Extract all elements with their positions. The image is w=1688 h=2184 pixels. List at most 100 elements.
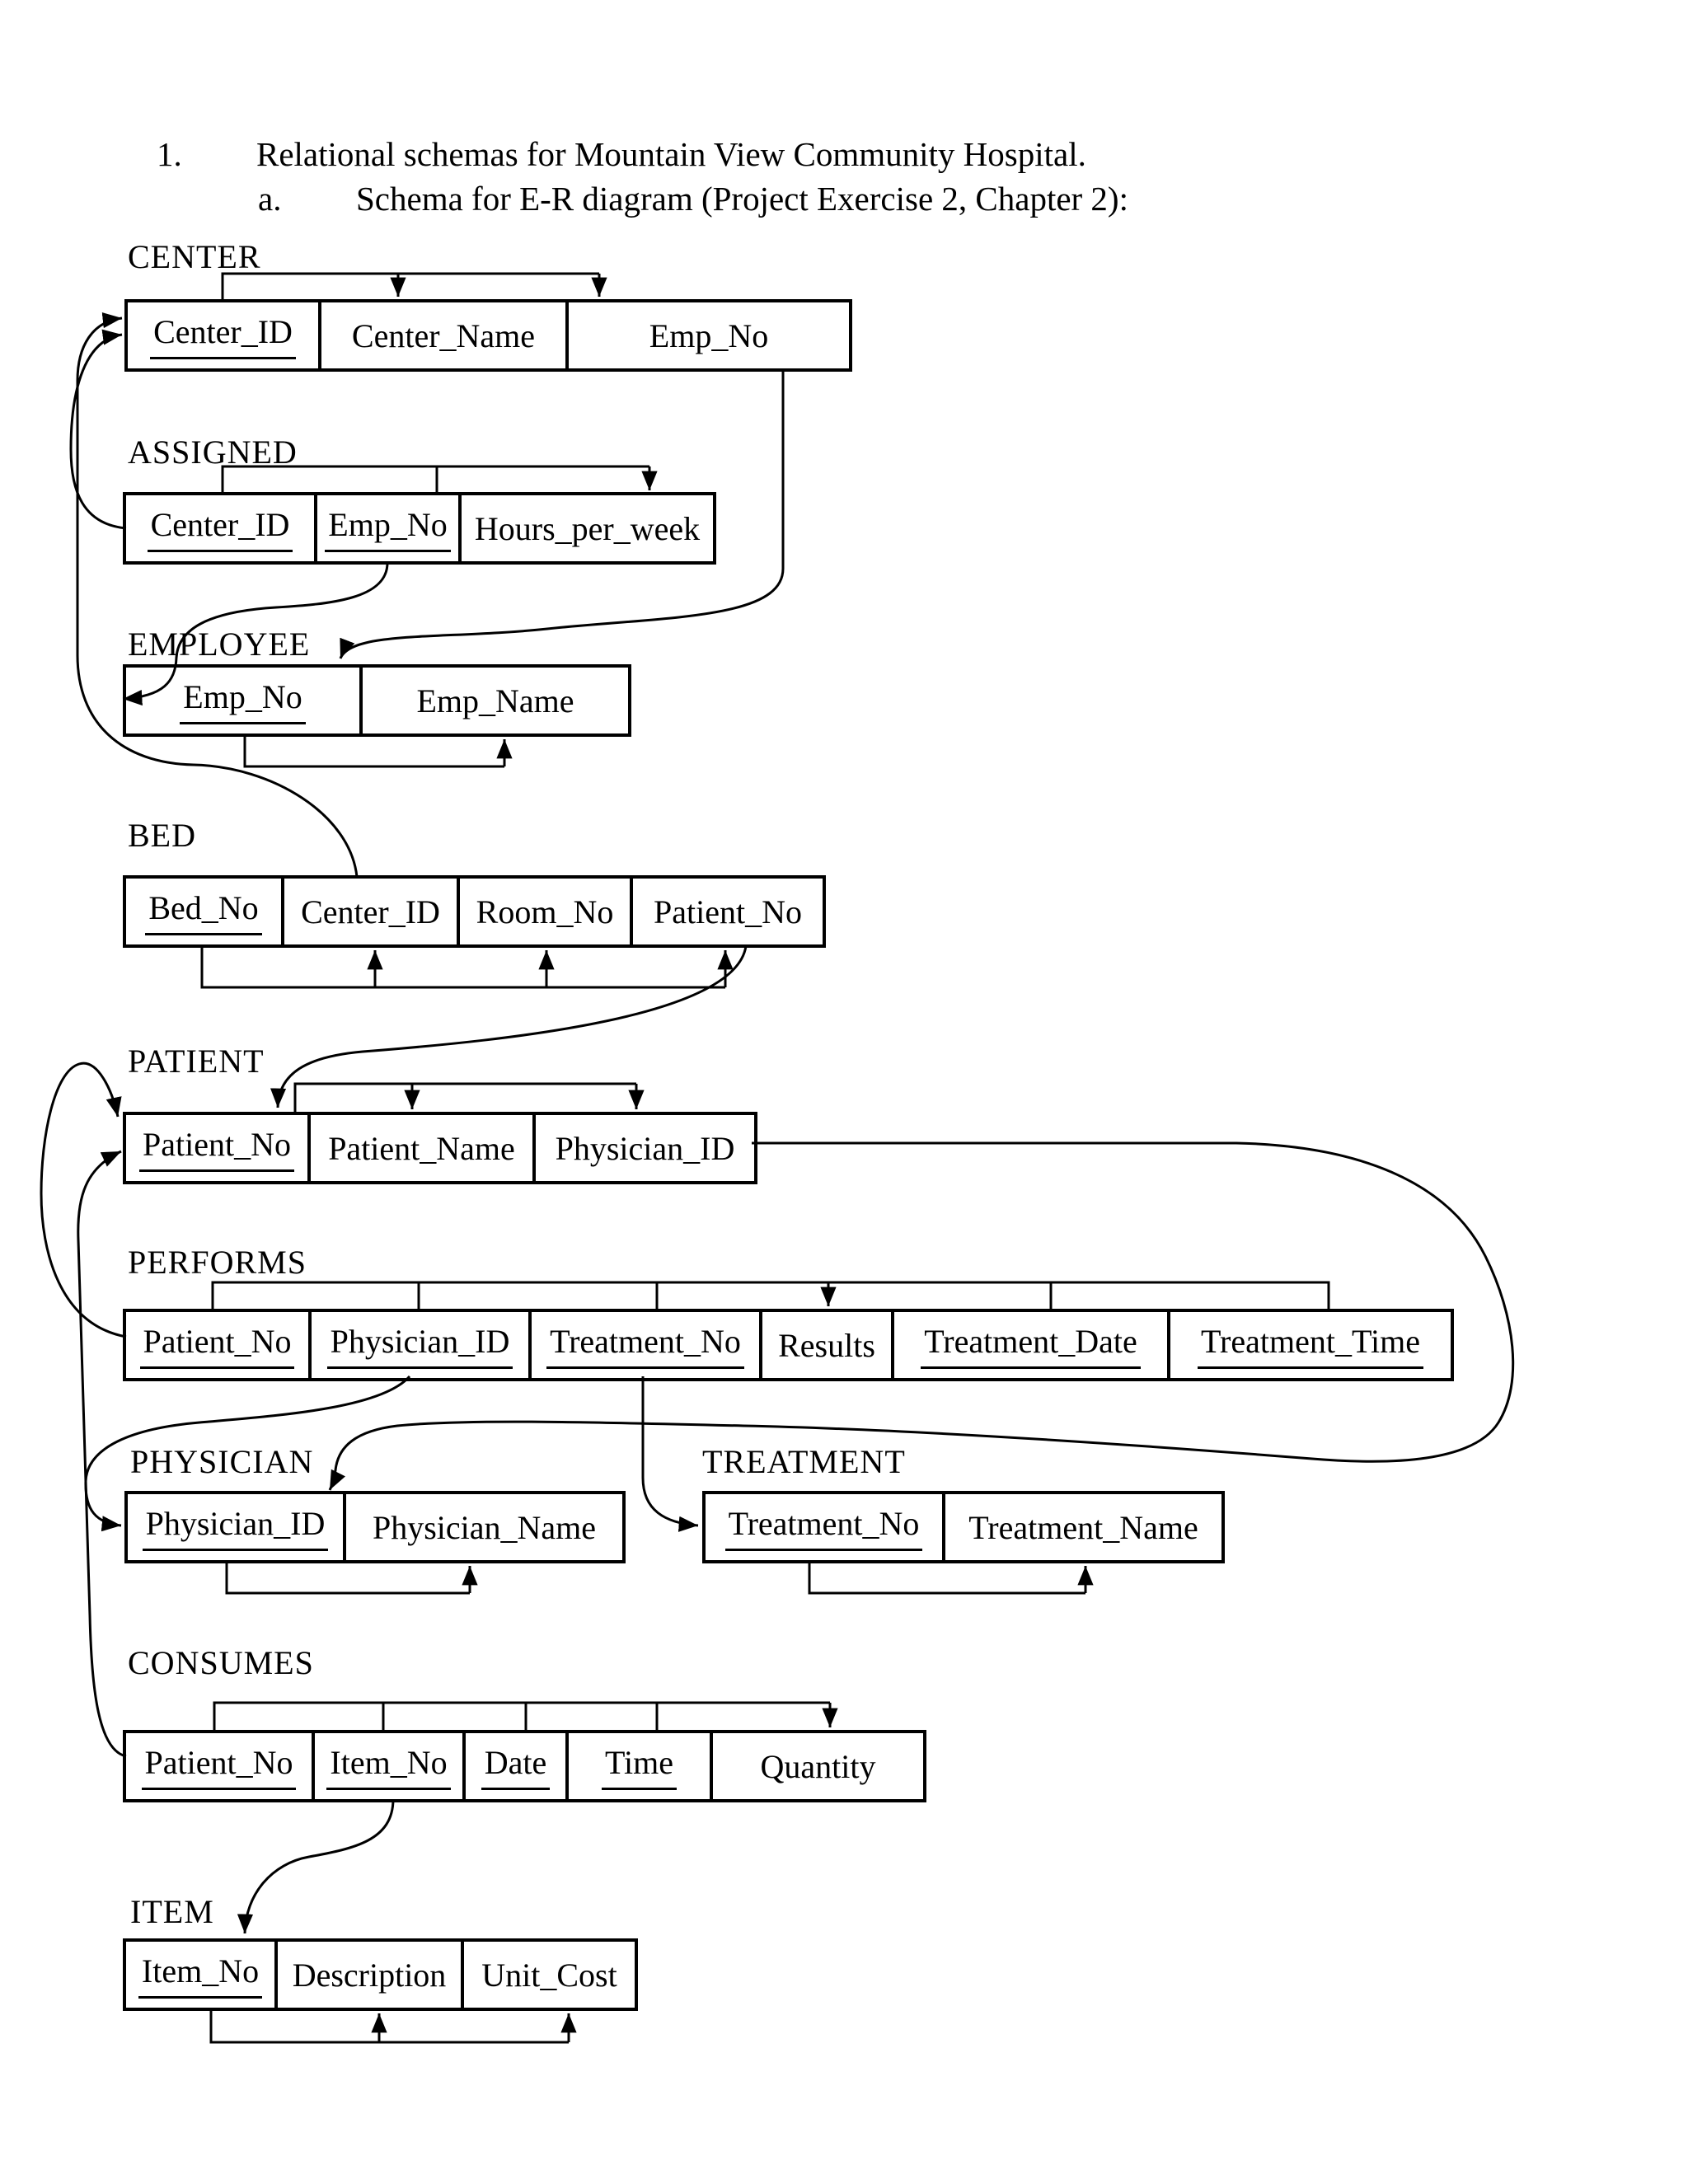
attribute-label: Patient_Name (328, 1129, 515, 1167)
table-label-physician: PHYSICIAN (130, 1443, 314, 1480)
fd-patient (293, 1082, 645, 1113)
column-cell-bed-bed_no: Bed_No (126, 879, 284, 944)
table-consumes: Patient_No Item_No Date Time Quantity (123, 1730, 926, 1802)
column-cell-patient-patient_no: Patient_No (126, 1115, 311, 1181)
fk-bed-center (76, 312, 359, 878)
table-employee: Emp_No Emp_Name (123, 664, 631, 737)
table-center: Center_ID Center_Name Emp_No (124, 299, 852, 372)
fk-bed-patient (270, 945, 748, 1108)
column-cell-item-item_no: Item_No (126, 1942, 278, 2008)
fk-assigned-center (69, 329, 127, 530)
table-bed: Bed_No Center_ID Room_No Patient_No (123, 875, 826, 948)
attribute-label: Quantity (760, 1747, 876, 1785)
column-cell-consumes-date: Date (466, 1733, 569, 1799)
key-attribute-label: Emp_No (325, 505, 451, 552)
column-cell-patient-patient_name: Patient_Name (311, 1115, 536, 1181)
column-cell-employee-emp_name: Emp_Name (363, 668, 628, 733)
fk-consumes-item (237, 1798, 395, 1934)
table-label-bed: BED (128, 817, 196, 854)
table-item: Item_No Description Unit_Cost (123, 1938, 638, 2011)
table-label-performs: PERFORMS (128, 1244, 307, 1281)
column-cell-consumes-patient_no: Patient_No (126, 1733, 315, 1799)
attribute-label: Center_Name (351, 316, 536, 354)
column-cell-bed-center_id: Center_ID (284, 879, 460, 944)
key-attribute-label: Patient_No (141, 1743, 297, 1790)
fd-employee (243, 735, 513, 768)
heading-letter: a. (258, 180, 282, 218)
key-attribute-label: Physician_ID (142, 1504, 329, 1551)
column-cell-employee-emp_no: Emp_No (126, 668, 363, 733)
fk-performs-patient (40, 1062, 127, 1338)
column-cell-center-emp_no: Emp_No (569, 302, 849, 368)
key-attribute-label: Bed_No (145, 888, 262, 935)
column-cell-performs-results: Results (762, 1312, 894, 1378)
fk-performs-treatment (641, 1376, 699, 1532)
attribute-label: Center_ID (301, 893, 440, 930)
table-performs: Patient_No Physician_ID Treatment_No Result… (123, 1309, 1454, 1381)
attribute-label: Treatment_Name (968, 1508, 1198, 1546)
attribute-label: Physician_ID (555, 1129, 735, 1167)
column-cell-assigned-emp_no: Emp_No (317, 495, 462, 561)
column-cell-consumes-time: Time (569, 1733, 713, 1799)
key-attribute-label: Time (601, 1743, 677, 1790)
table-label-consumes: CONSUMES (128, 1644, 314, 1681)
column-cell-bed-room_no: Room_No (460, 879, 633, 944)
attribute-label: Description (292, 1956, 447, 1994)
column-cell-physician-physician_name: Physician_Name (346, 1494, 622, 1560)
column-cell-performs-patient_no: Patient_No (126, 1312, 312, 1378)
fd-physician (225, 1562, 478, 1595)
table-label-assigned: ASSIGNED (128, 434, 298, 471)
column-cell-assigned-hours_per_week: Hours_per_week (462, 495, 713, 561)
fd-item (209, 2009, 577, 2044)
fk-consumes-patient (77, 1150, 127, 1758)
attribute-label: Hours_per_week (474, 509, 701, 547)
page-title: Relational schemas for Mountain View Com… (256, 135, 1086, 173)
column-cell-item-description: Description (278, 1942, 464, 2008)
key-attribute-label: Treatment_Time (1198, 1322, 1423, 1369)
column-cell-consumes-item_no: Item_No (315, 1733, 466, 1799)
key-attribute-label: Patient_No (139, 1322, 295, 1369)
fd-center (221, 272, 607, 302)
table-assigned: Center_ID Emp_No Hours_per_week (123, 492, 716, 565)
key-attribute-label: Center_ID (150, 312, 296, 359)
key-attribute-label: Date (481, 1743, 551, 1790)
column-cell-center-center_name: Center_Name (321, 302, 569, 368)
column-cell-bed-patient_no: Patient_No (633, 879, 823, 944)
fd-treatment (808, 1562, 1094, 1595)
table-label-treatment: TREATMENT (702, 1443, 906, 1480)
attribute-label: Patient_No (654, 893, 802, 930)
table-physician: Physician_ID Physician_Name (124, 1491, 626, 1563)
key-attribute-label: Center_ID (147, 505, 293, 552)
table-label-center: CENTER (128, 238, 261, 275)
table-patient: Patient_No Patient_Name Physician_ID (123, 1112, 757, 1184)
attribute-label: Physician_Name (372, 1508, 597, 1546)
column-cell-consumes-quantity: Quantity (713, 1733, 923, 1799)
key-attribute-label: Treatment_No (546, 1322, 744, 1369)
column-cell-assigned-center_id: Center_ID (126, 495, 317, 561)
page-subtitle: Schema for E-R diagram (Project Exercise… (356, 180, 1128, 218)
column-cell-performs-treatment_time: Treatment_Time (1170, 1312, 1451, 1378)
column-cell-performs-physician_id: Physician_ID (312, 1312, 532, 1378)
column-cell-performs-treatment_no: Treatment_No (532, 1312, 762, 1378)
column-cell-physician-physician_id: Physician_ID (128, 1494, 346, 1560)
key-attribute-label: Treatment_Date (921, 1322, 1141, 1369)
column-cell-center-center_id: Center_ID (128, 302, 321, 368)
column-cell-treatment-treatment_name: Treatment_Name (945, 1494, 1221, 1560)
fd-performs (211, 1281, 1330, 1310)
fd-bed (200, 946, 734, 989)
attribute-label: Emp_Name (416, 682, 574, 719)
key-attribute-label: Item_No (326, 1743, 451, 1790)
column-cell-performs-treatment_date: Treatment_Date (894, 1312, 1170, 1378)
attribute-label: Emp_No (649, 316, 769, 354)
key-attribute-label: Emp_No (180, 677, 306, 724)
key-attribute-label: Patient_No (139, 1125, 294, 1172)
key-attribute-label: Physician_ID (326, 1322, 513, 1369)
attribute-label: Unit_Cost (481, 1956, 617, 1994)
table-treatment: Treatment_No Treatment_Name (702, 1491, 1225, 1563)
table-label-employee: EMPLOYEE (128, 626, 311, 663)
column-cell-patient-physician_id: Physician_ID (536, 1115, 754, 1181)
key-attribute-label: Item_No (138, 1952, 263, 1999)
key-attribute-label: Treatment_No (724, 1504, 923, 1551)
fd-consumes (213, 1701, 838, 1732)
